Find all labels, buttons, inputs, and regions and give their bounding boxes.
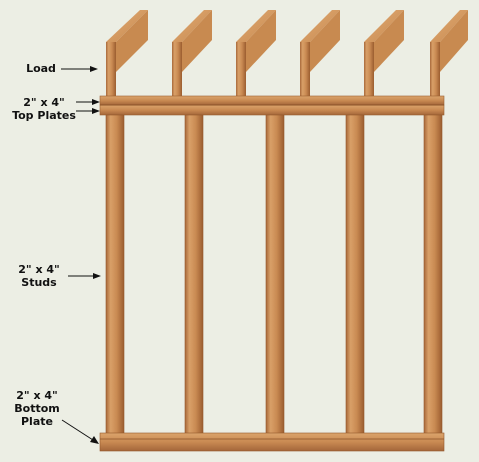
top-plates-size: 2" x 4" (23, 96, 65, 109)
top-plates-name: Top Plates (12, 109, 76, 122)
top-plates-arrow-2 (76, 108, 100, 114)
arrows (61, 66, 101, 444)
load-arrow (61, 66, 98, 72)
load-member-4 (300, 10, 340, 96)
studs-size: 2" x 4" (18, 263, 60, 276)
stud-4 (345, 114, 365, 440)
studs (105, 114, 443, 440)
load-member-3 (236, 10, 276, 96)
load-member-1 (106, 10, 148, 96)
bottom-plate-arrow (61, 419, 99, 444)
stud-3 (265, 114, 285, 440)
top-plates (99, 95, 445, 116)
load-label-text: Load (26, 62, 56, 75)
load-member-6 (430, 10, 468, 96)
studs-arrow (68, 273, 101, 279)
stud-5 (423, 114, 443, 440)
top-plates-arrow-1 (76, 99, 100, 105)
studs-label: 2" x 4" Studs (10, 263, 68, 289)
studs-name: Studs (21, 276, 57, 289)
top-plates-label: 2" x 4" Top Plates (12, 96, 76, 122)
bottom-plate-size: 2" x 4" (16, 389, 58, 402)
bottom-plate-line3: Plate (21, 415, 53, 428)
load-member-5 (364, 10, 404, 96)
stud-1 (105, 114, 125, 440)
stud-2 (184, 114, 204, 440)
bottom-plate-label: 2" x 4" Bottom Plate (8, 389, 66, 428)
load-member-2 (172, 10, 212, 96)
bottom-plate (99, 432, 445, 452)
load-members (106, 10, 468, 96)
bottom-plate-line2: Bottom (14, 402, 60, 415)
load-label: Load (22, 62, 60, 75)
